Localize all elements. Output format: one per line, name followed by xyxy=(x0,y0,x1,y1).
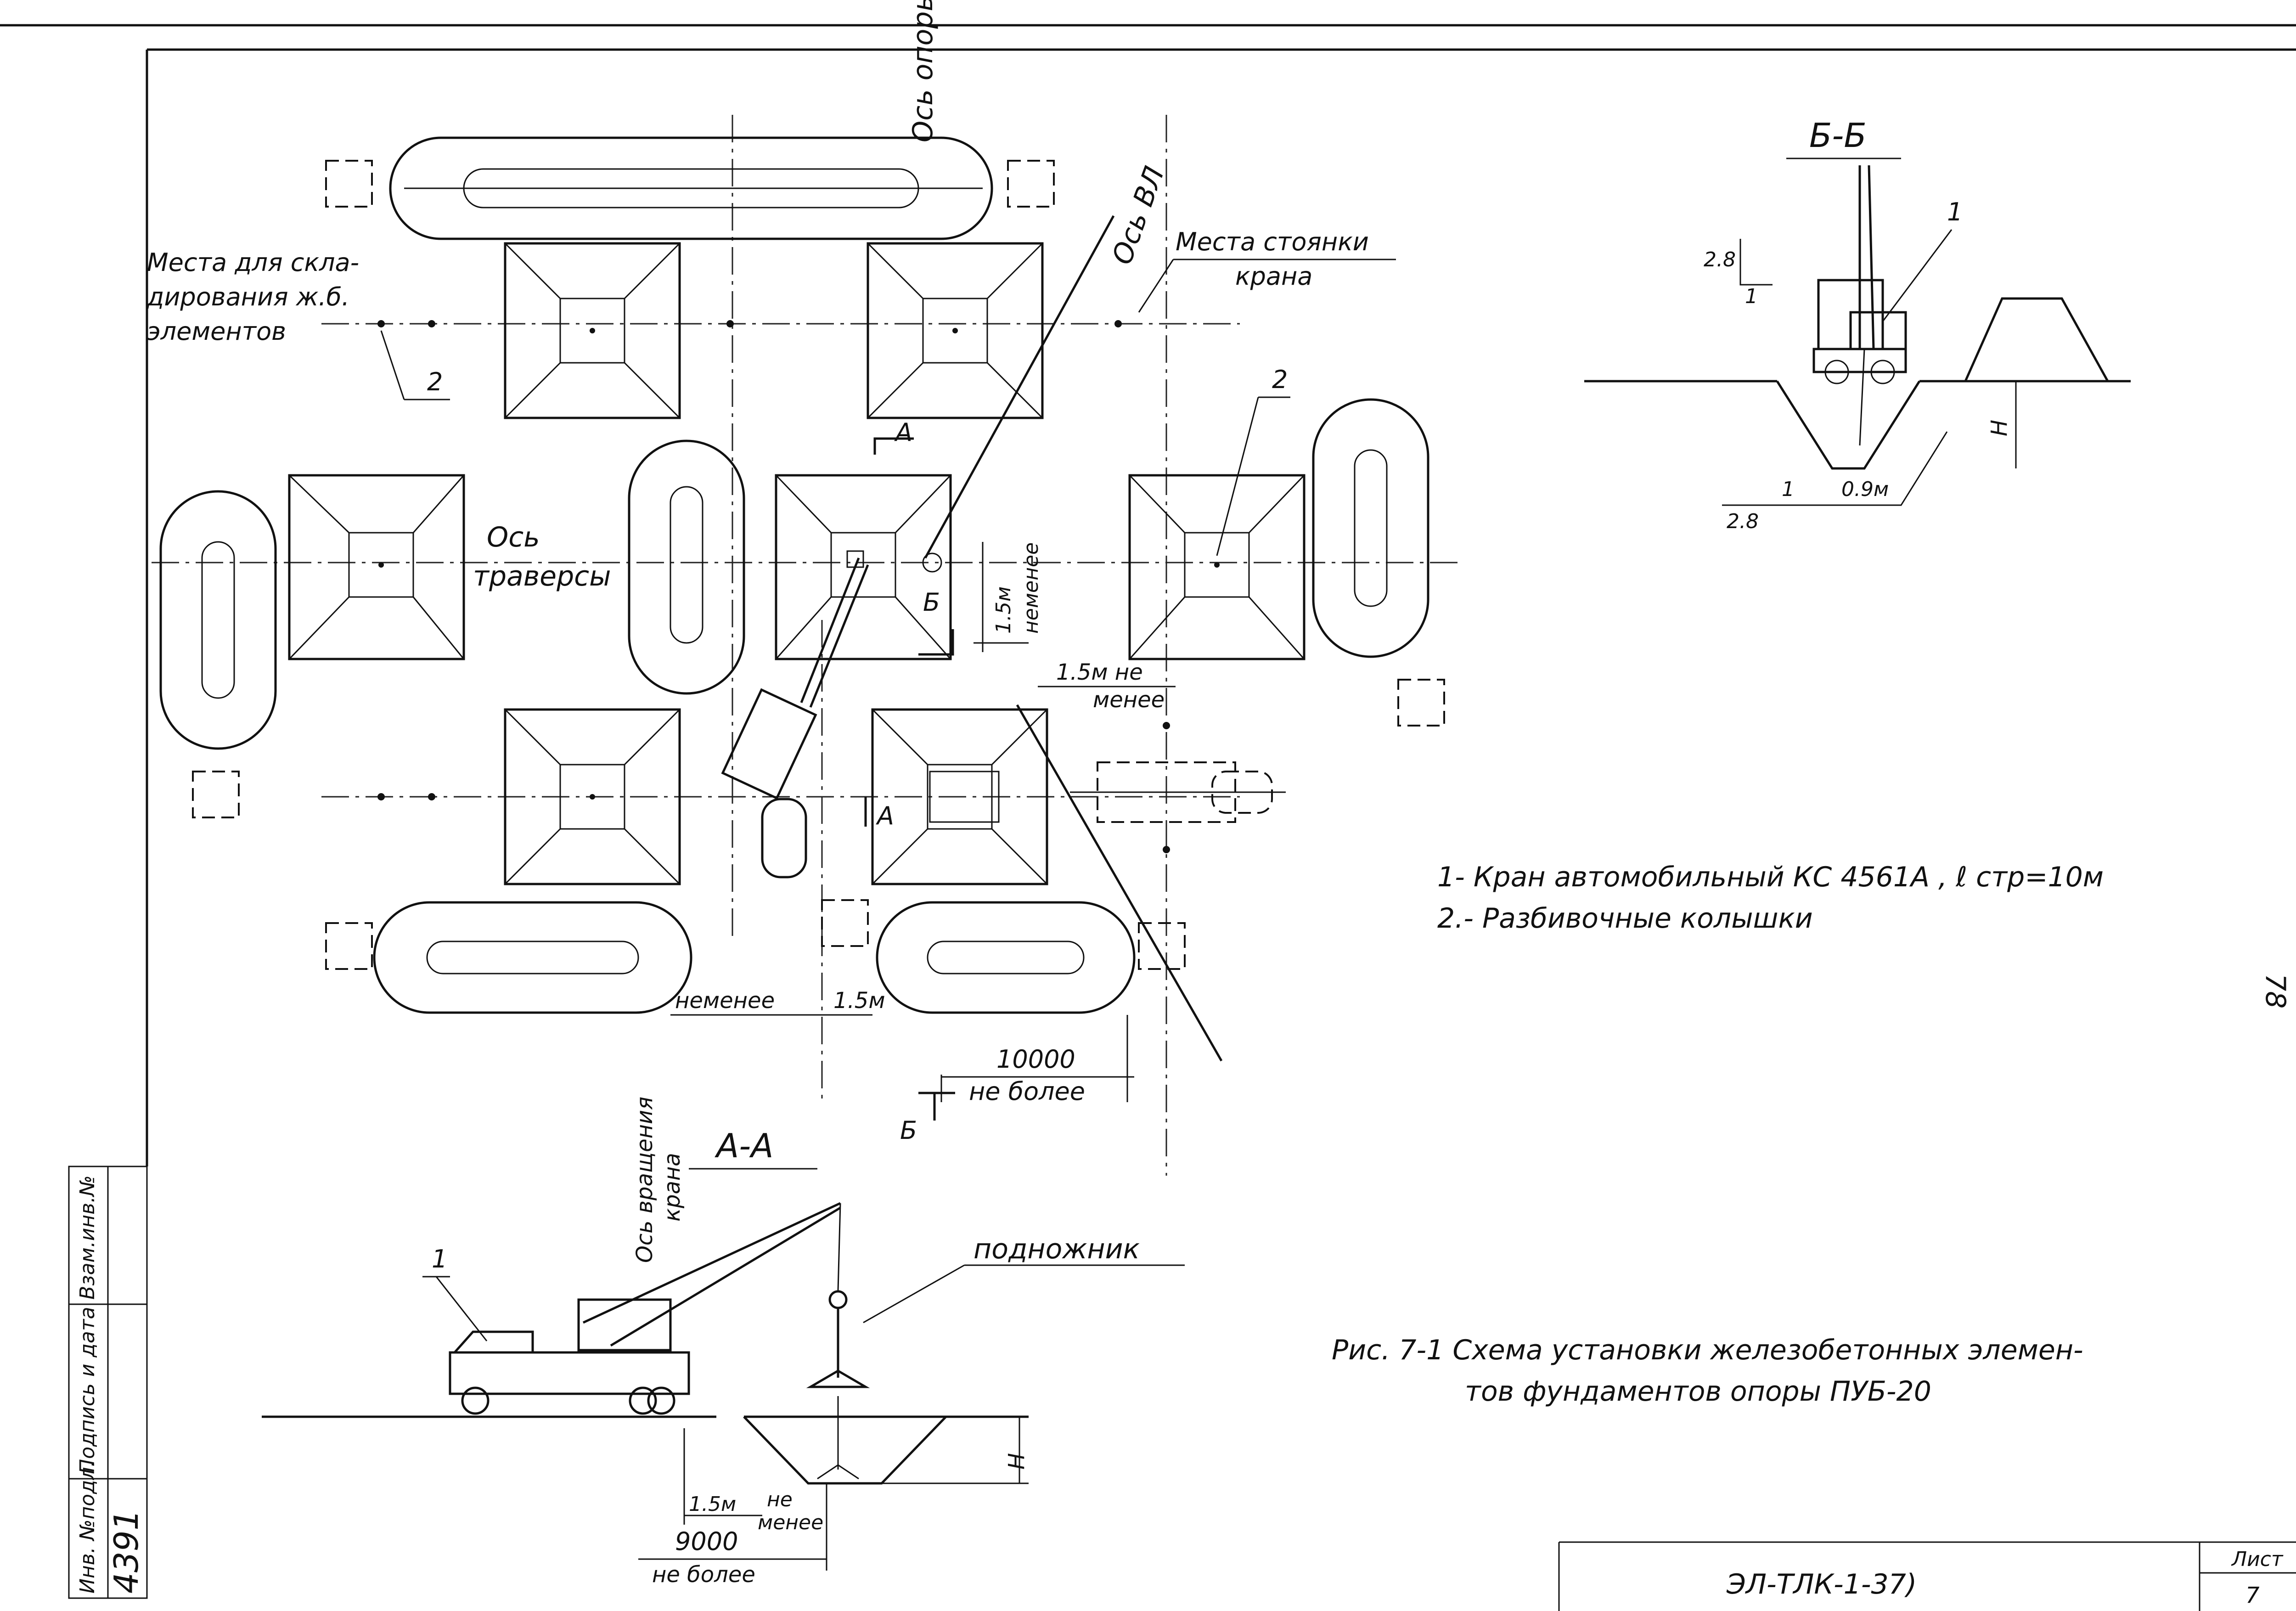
dim-15m-ne: 1.5м не xyxy=(1056,659,1143,685)
aa-callout-1: 1 xyxy=(432,1245,447,1273)
section-mark-b-bottom: Б xyxy=(900,1116,917,1145)
caption-line-1: Рис. 7-1 Схема установки железобетонных … xyxy=(1332,1334,2083,1366)
truck-crane xyxy=(449,1202,870,1480)
dim-15m-ne-menee: 1.5м неменее xyxy=(992,542,1043,634)
label-os-vl: Ось ВЛ xyxy=(1106,163,1171,269)
crane-outline-dashed xyxy=(1070,761,1286,823)
oval-bottom-left xyxy=(373,901,692,1014)
aa-ne-menee: не менее xyxy=(758,1488,823,1534)
section-mark-b-top: Б xyxy=(923,588,940,617)
section-aa: А-А Ось вращения крана подно xyxy=(262,1090,1185,1588)
title-block: ЭЛ-ТЛК-1-37) Лист 7 xyxy=(1726,1542,2296,1611)
legend-item-1: 1- Кран автомобильный КС 4561А , ℓ стр=1… xyxy=(1437,861,2104,893)
plan-view: Ось опоры Ось ВЛ Места для скла- дирован… xyxy=(146,0,1460,1176)
legend: 1- Кран автомобильный КС 4561А , ℓ стр=1… xyxy=(1437,861,2104,935)
dim-10000: 10000 xyxy=(996,1045,1075,1074)
stamp-inv-label: Инв. №подл. xyxy=(76,1460,99,1594)
figure-caption: Рис. 7-1 Схема установки железобетонных … xyxy=(1332,1334,2083,1408)
label-mesta-stoyanki: Места стоянки крана xyxy=(1176,227,1377,291)
oval-top xyxy=(389,136,993,240)
stamp-sign-label: Подпись и дата xyxy=(76,1307,99,1474)
foundation-w xyxy=(288,474,465,660)
oval-bottom-right xyxy=(876,901,1136,1014)
dim-menee: менее xyxy=(1093,687,1165,713)
oval-mid xyxy=(628,439,745,695)
bb-callout-1: 1 xyxy=(1947,197,1963,226)
list-label: Лист xyxy=(2231,1548,2284,1571)
section-bb-title: Б-Б xyxy=(1809,116,1867,155)
aa-ne-bolee: не более xyxy=(652,1562,755,1588)
foundation-center xyxy=(775,474,952,660)
foundation-sw xyxy=(504,708,681,885)
label-os-traversy: Ось траверсы xyxy=(473,521,611,592)
sheet-frame xyxy=(0,24,2296,1611)
oval-left xyxy=(159,490,277,750)
section-mark-a-top: А xyxy=(894,418,912,447)
legend-item-2: 2.- Разбивочные колышки xyxy=(1437,902,1813,935)
bb-slope-top-num: 2.8 xyxy=(1704,248,1736,271)
foundation-nw xyxy=(504,242,681,419)
caption-line-2: тов фундаментов опоры ПУБ-20 xyxy=(1465,1375,1931,1408)
stamp-inv-number: 4391 xyxy=(107,1510,146,1594)
callout-2-left: 2 xyxy=(427,367,443,396)
label-mesta-sklad: Места для скла- дирования ж.б. элементов xyxy=(146,248,367,346)
foundation-ne xyxy=(867,242,1044,419)
callout-2-right: 2 xyxy=(1272,365,1288,394)
aa-depth-h: H xyxy=(1004,1453,1030,1470)
bb-slope-bot-den: 1 xyxy=(1782,478,1795,501)
list-number: 7 xyxy=(2245,1583,2260,1608)
bb-slope-top-den: 1 xyxy=(1745,285,1758,308)
label-os-opory: Ось опоры xyxy=(907,0,939,142)
bb-depth-h: H xyxy=(1986,420,2012,436)
foundation-e xyxy=(1128,474,1306,660)
left-stamp: Взам.инв.№ Подпись и дата Инв. №подл. 43… xyxy=(68,1166,148,1599)
section-aa-title: А-А xyxy=(715,1127,774,1165)
section-bb: Б-Б 2.8 1 2.8 1 0.9м H 1 xyxy=(1584,116,2131,533)
foundation-se xyxy=(871,708,1048,885)
dashed-squares xyxy=(192,160,1445,970)
dim-ne-menee: неменее xyxy=(675,988,775,1014)
stakes xyxy=(377,320,1170,853)
bb-dim-09: 0.9м xyxy=(1841,478,1889,501)
aa-podnozhnik: подножник xyxy=(974,1233,1140,1265)
crane-plan xyxy=(721,552,942,879)
bb-slope-bot-num: 2.8 xyxy=(1727,510,1759,533)
page-number: 78 xyxy=(2259,974,2291,1008)
oval-right xyxy=(1312,398,1429,658)
aa-axis-label: Ось вращения крана xyxy=(632,1090,685,1263)
doc-code: ЭЛ-ТЛК-1-37) xyxy=(1726,1568,1917,1600)
section-mark-a-bottom: А xyxy=(876,801,894,830)
stamp-vzam-label: Взам.инв.№ xyxy=(76,1175,99,1300)
aa-dim-9000: 9000 xyxy=(675,1527,738,1556)
dim-15m-bottom: 1.5м xyxy=(833,988,885,1014)
dim-ne-bolee: не более xyxy=(969,1077,1085,1106)
aa-dim-15m: 1.5м xyxy=(689,1493,736,1516)
